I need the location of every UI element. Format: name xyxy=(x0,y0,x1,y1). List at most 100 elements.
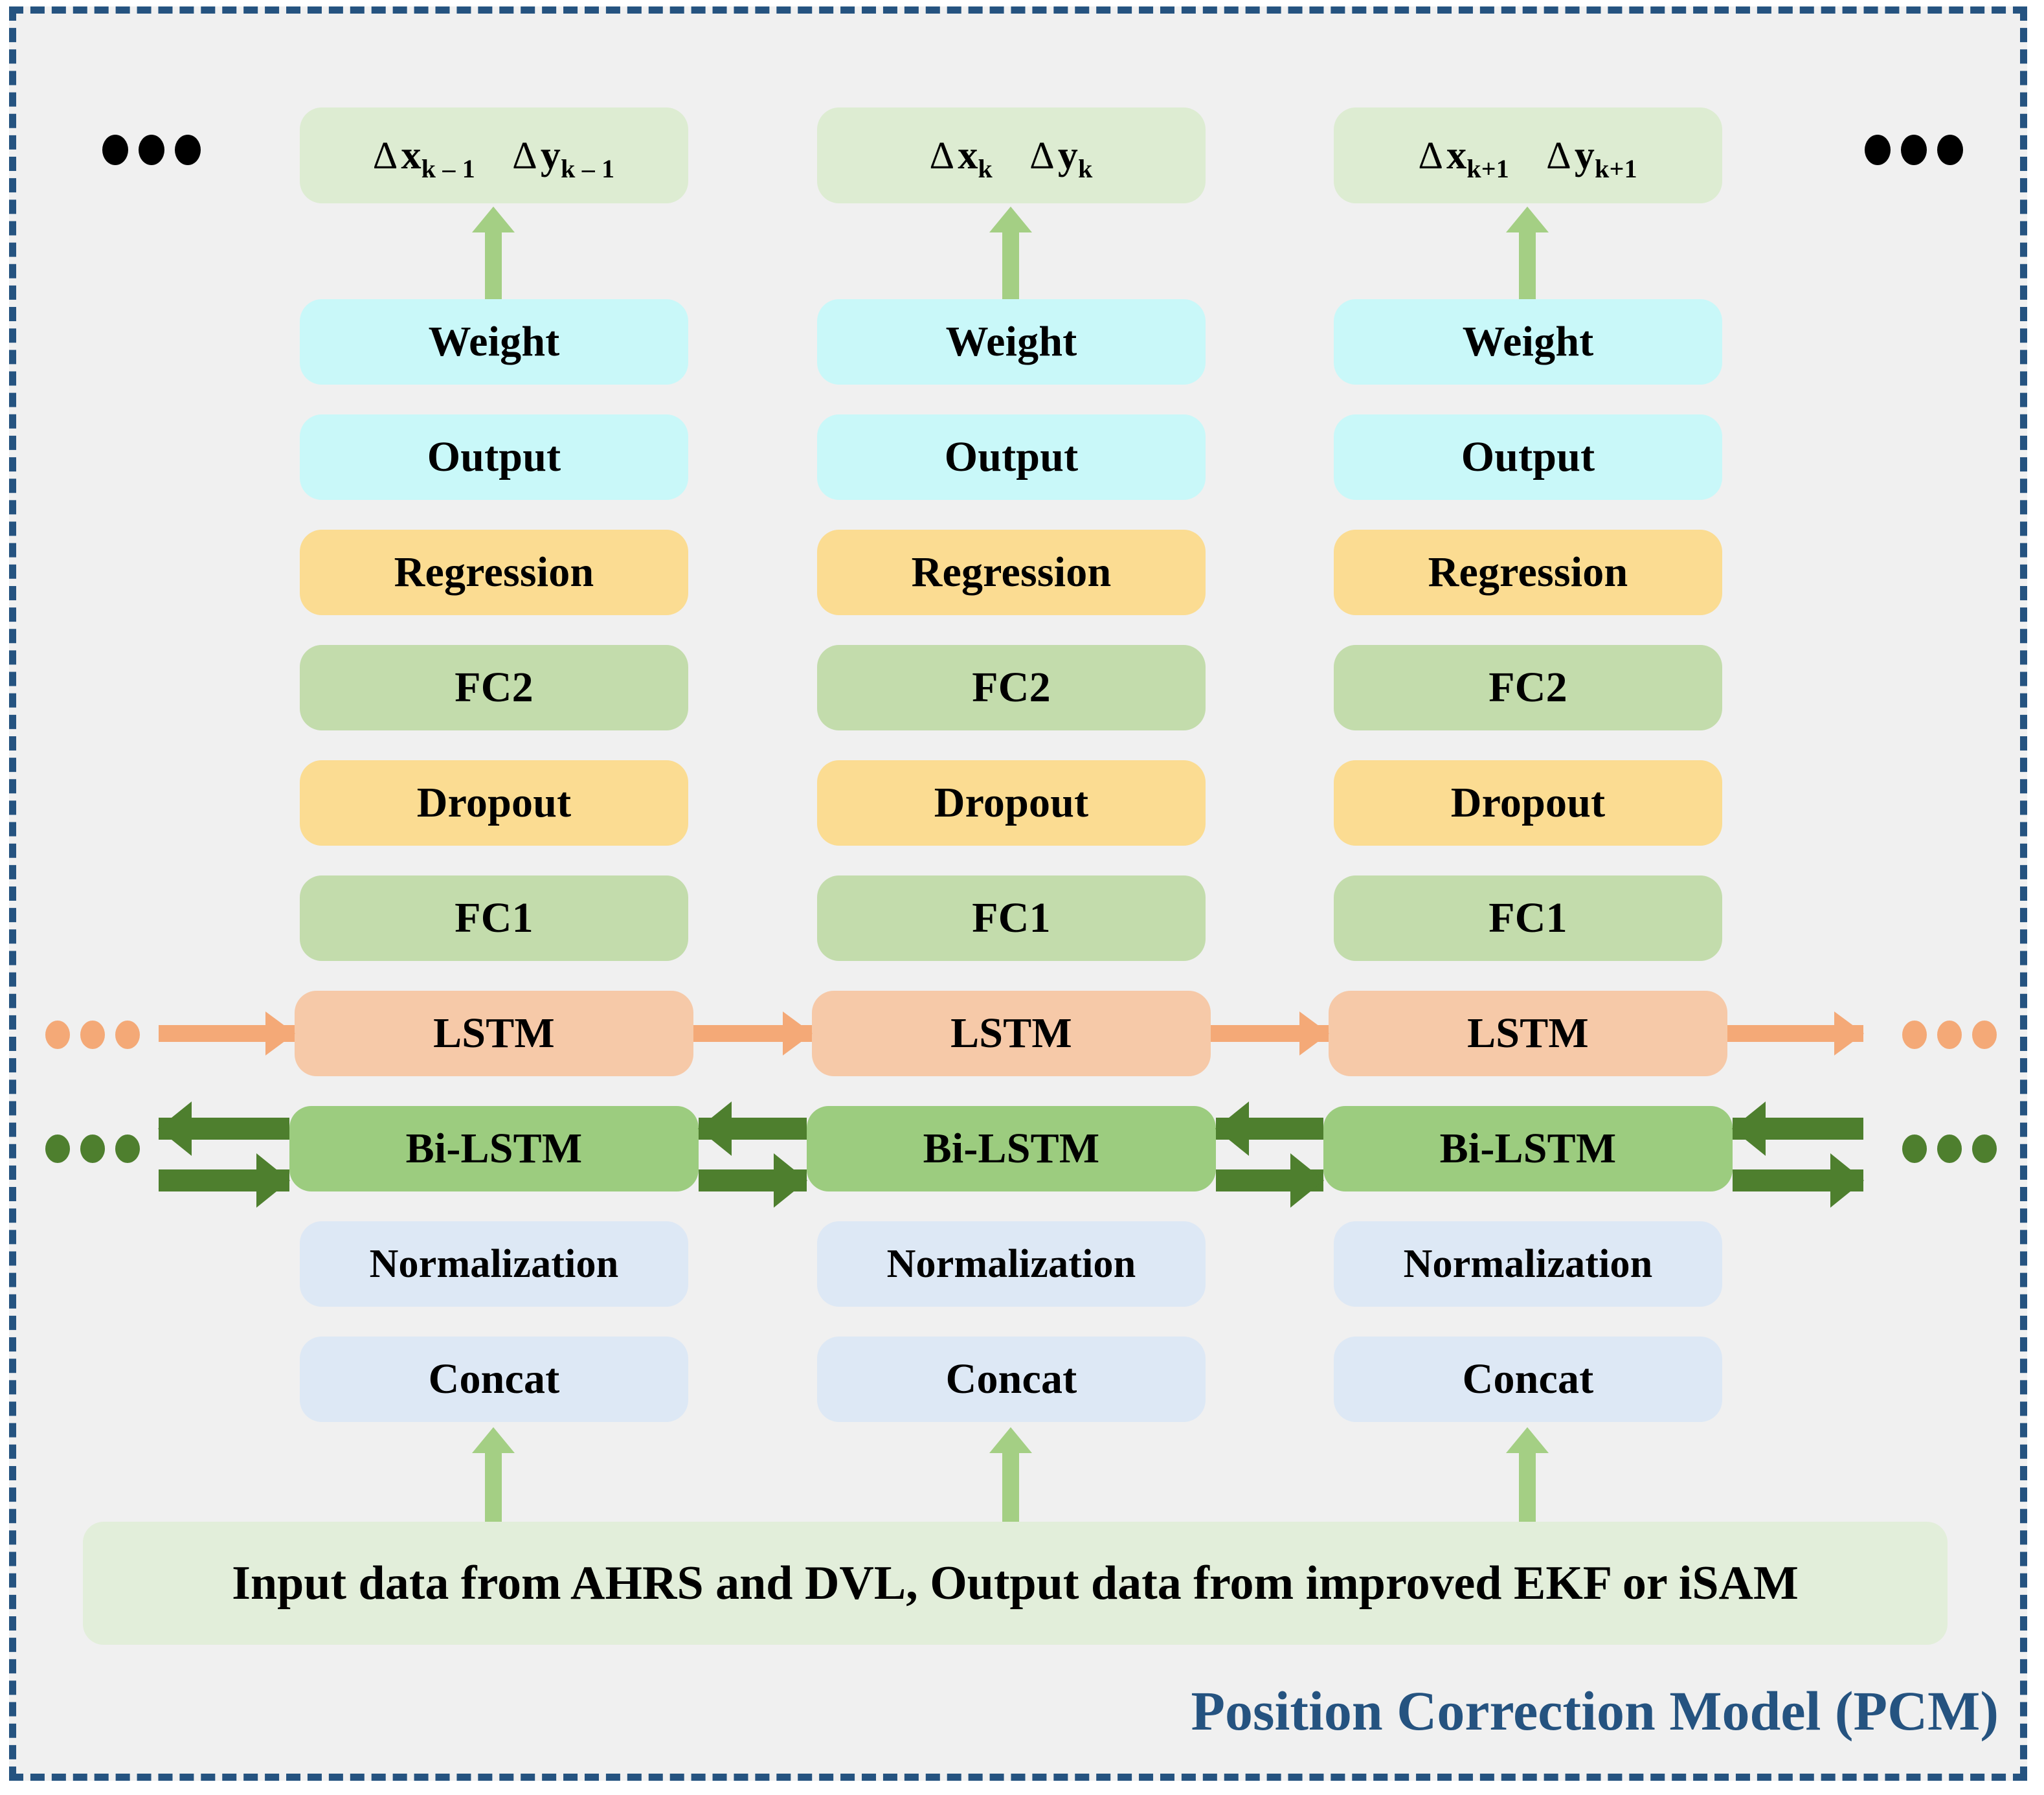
delta-var-x: x xyxy=(958,133,978,177)
layer-bilstm-k+1: Bi-LSTM xyxy=(1323,1106,1733,1191)
arrow-up-input-to-concat-k-1 xyxy=(485,1451,502,1522)
arrow-head xyxy=(1290,1153,1324,1208)
arrow-head xyxy=(783,1011,813,1056)
pcm-title: Position Correction Model (PCM) xyxy=(1191,1680,1999,1742)
arrow-head xyxy=(698,1101,732,1156)
ellipsis-bilstm-left xyxy=(45,1135,140,1163)
arrow-lstm-in-left xyxy=(159,1011,295,1056)
layer-label: LSTM xyxy=(1467,1010,1589,1057)
arrow-head xyxy=(1830,1153,1864,1208)
layer-concat-k+1: Concat xyxy=(1334,1337,1722,1422)
layer-label: Concat xyxy=(1462,1355,1594,1403)
delta-var-x: x xyxy=(401,133,421,177)
layer-lstm-k: LSTM xyxy=(812,991,1211,1076)
dot xyxy=(45,1135,70,1163)
arrow-head xyxy=(774,1153,807,1208)
layer-label: Normalization xyxy=(886,1242,1136,1286)
delta-symbol-y: ∆ xyxy=(1030,134,1054,177)
layer-label: FC1 xyxy=(455,894,533,942)
layer-fc2-k-1: FC2 xyxy=(300,645,688,730)
layer-label: Output xyxy=(1461,433,1595,480)
dot xyxy=(1901,135,1927,165)
ellipsis-top-right xyxy=(1865,135,1963,165)
layer-label: Output xyxy=(427,433,561,480)
arrow-up-input-to-concat-k xyxy=(1002,1451,1019,1522)
layer-label: Regression xyxy=(394,548,594,596)
arrow-bilstm-backward-in-right xyxy=(1732,1101,1863,1156)
delta-sub-x: k+1 xyxy=(1466,154,1509,183)
ellipsis-lstm-left xyxy=(45,1021,140,1049)
layer-label: Output xyxy=(944,433,1079,480)
layer-output-k-1: Output xyxy=(300,414,688,500)
layer-fc1-k: FC1 xyxy=(817,875,1206,961)
arrow-bilstm-backward-k+1-to-k xyxy=(1215,1101,1323,1156)
layer-dropout-k-1: Dropout xyxy=(300,760,688,846)
layer-lstm-k+1: LSTM xyxy=(1329,991,1727,1076)
layer-weight-k+1: Weight xyxy=(1334,299,1722,385)
delta-symbol-x: ∆ xyxy=(930,134,954,177)
delta-symbol-x: ∆ xyxy=(373,134,398,177)
layer-label: LSTM xyxy=(433,1010,555,1057)
dot xyxy=(1902,1135,1927,1163)
dot xyxy=(45,1021,70,1049)
ellipsis-lstm-right xyxy=(1902,1021,1997,1049)
input-data-bar: Input data from AHRS and DVL, Output dat… xyxy=(83,1522,1948,1645)
ellipsis-top-left xyxy=(102,135,201,165)
arrow-lstm-k-1-to-k xyxy=(693,1011,813,1056)
delta-sub-y: k – 1 xyxy=(561,154,615,183)
arrow-lstm-k-to-k+1 xyxy=(1211,1011,1329,1056)
layer-label: Regression xyxy=(1428,548,1628,596)
arrow-head xyxy=(1215,1101,1249,1156)
layer-fc2-k+1: FC2 xyxy=(1334,645,1722,730)
arrow-bilstm-forward-k-1-to-k xyxy=(699,1153,807,1208)
layer-regression-k-1: Regression xyxy=(300,530,688,615)
layer-bilstm-k-1: Bi-LSTM xyxy=(289,1106,699,1191)
arrow-up-input-to-concat-k+1 xyxy=(1519,1451,1536,1522)
layer-dropout-k: Dropout xyxy=(817,760,1206,846)
layer-lstm-k-1: LSTM xyxy=(295,991,693,1076)
layer-label: Weight xyxy=(1462,318,1594,365)
layer-normalization-k-1: Normalization xyxy=(300,1221,688,1307)
layer-concat-k: Concat xyxy=(817,1337,1206,1422)
layer-dropout-k+1: Dropout xyxy=(1334,760,1722,846)
dot xyxy=(80,1135,105,1163)
arrow-up-weight-to-output-k+1 xyxy=(1519,230,1536,301)
delta-sub-x: k xyxy=(978,154,993,183)
dot xyxy=(1972,1021,1997,1049)
layer-label: FC2 xyxy=(455,664,533,711)
delta-var-y: y xyxy=(1574,133,1595,177)
arrow-head xyxy=(1732,1101,1766,1156)
layer-label: FC1 xyxy=(972,894,1051,942)
layer-label: Concat xyxy=(945,1355,1077,1403)
layer-label: Normalization xyxy=(1403,1242,1653,1286)
delta-symbol-x: ∆ xyxy=(1419,134,1443,177)
arrow-up-weight-to-output-k xyxy=(1002,230,1019,301)
layer-regression-k+1: Regression xyxy=(1334,530,1722,615)
layer-label: Bi-LSTM xyxy=(1439,1125,1617,1172)
dot xyxy=(1937,1021,1962,1049)
arrow-bilstm-backward-out-left xyxy=(158,1101,289,1156)
arrow-head xyxy=(265,1011,295,1056)
layer-output-k: Output xyxy=(817,414,1206,500)
delta-sub-y: k xyxy=(1078,154,1093,183)
arrow-bilstm-forward-out-right xyxy=(1733,1153,1864,1208)
layer-concat-k-1: Concat xyxy=(300,1337,688,1422)
layer-label: Dropout xyxy=(416,779,572,826)
layer-label: Regression xyxy=(911,548,1112,596)
layer-label: Concat xyxy=(428,1355,560,1403)
delta-symbol-y: ∆ xyxy=(513,134,537,177)
dot xyxy=(139,135,164,165)
layer-label: Weight xyxy=(945,318,1077,365)
layer-label: FC1 xyxy=(1488,894,1567,942)
dot xyxy=(1972,1135,1997,1163)
arrow-bilstm-backward-k-to-k-1 xyxy=(698,1101,807,1156)
arrow-head xyxy=(158,1101,192,1156)
dot xyxy=(1902,1021,1927,1049)
delta-sub-y: k+1 xyxy=(1595,154,1637,183)
layer-label: Dropout xyxy=(934,779,1089,826)
